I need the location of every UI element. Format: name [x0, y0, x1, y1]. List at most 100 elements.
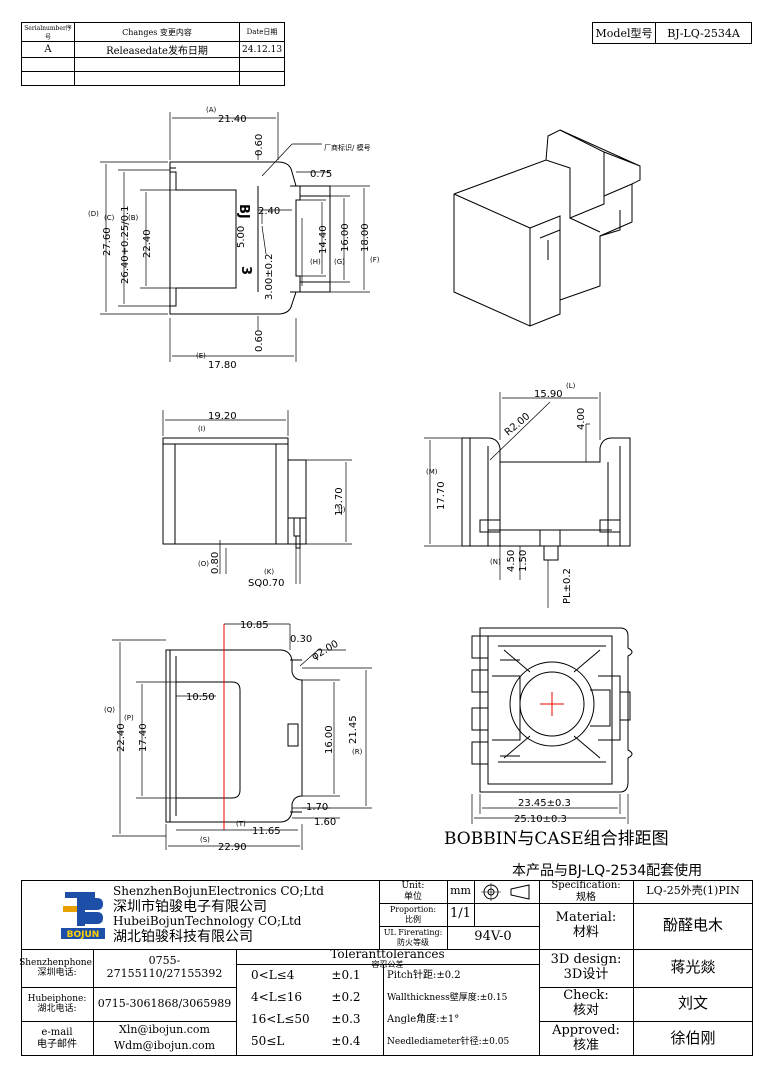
dim-C-label: (C): [104, 214, 115, 222]
logo-text: BOJUN: [67, 930, 100, 940]
dim-160: 1.60: [314, 817, 336, 828]
dim-bottom-gap: 0.60: [254, 330, 265, 352]
dim-C-value: 26.40+0.25/0.1: [120, 205, 131, 284]
design-value: 蒋光燚: [670, 958, 716, 977]
dim-Q-value: 22.40: [116, 723, 127, 752]
dim-L-label: (L): [566, 382, 576, 390]
unit-label: Unit: 单位: [401, 881, 425, 902]
dim-R-value: 21.45: [348, 715, 359, 744]
dim-P-label: (P): [124, 714, 134, 722]
mark-bj: BJ: [236, 204, 251, 219]
revision-table: Serialnumber序号 Changes 变更内容 Date日期 A Rel…: [21, 22, 286, 86]
dim-S-label: (S): [200, 836, 210, 844]
dim-400: 4.00: [576, 408, 587, 430]
technical-drawing: (A) 21.40 (D) 27.60 (C) 26.40+0.25/0.1 (…: [88, 106, 702, 879]
tol-range-4: 50≤L: [251, 1034, 285, 1049]
sz-phone-value: 0755-27155110/27155392: [106, 954, 223, 980]
tolerance-title: Toleranttolerances: [330, 947, 445, 962]
check-value: 刘文: [677, 994, 708, 1013]
dim-M-value: 17.70: [436, 481, 447, 510]
spec-value: LQ-25外壳(1)PIN: [646, 884, 740, 898]
dim-150: 1.50: [518, 550, 529, 572]
tol-range-3: 16<L≤50: [251, 1012, 310, 1027]
ul-value: 94V-0: [474, 929, 512, 945]
material-label: Material: 材料: [555, 910, 617, 940]
model-label: Model型号: [593, 23, 656, 43]
dim-H-label: (H): [310, 258, 321, 266]
tol-needle: Needlediameter针径:±0.05: [387, 1036, 510, 1047]
dim-2345: 23.45±0.3: [518, 798, 571, 809]
dim-030: 0.30: [290, 634, 312, 645]
view-front-outline: [169, 161, 331, 315]
mark-note: 厂商标识/ 模号: [324, 143, 371, 152]
dim-500: 5.00: [236, 226, 247, 248]
dim-F-value: 18.00: [360, 223, 371, 252]
hb-phone-label: Hubeiphone: 湖北电话:: [27, 993, 87, 1014]
dim-M-label: (M): [426, 468, 438, 476]
company-cn-1: 深圳市铂骏电子有限公司: [113, 898, 267, 915]
dim-300: 3.00±0.2: [264, 253, 275, 300]
projection-symbol: [481, 883, 530, 901]
dim-O-label: (O): [198, 560, 209, 568]
view-top-outline: [165, 649, 303, 823]
dim-2510: 25.10±0.3: [514, 814, 567, 825]
dim-F-label: (F): [370, 256, 380, 264]
dim-K-value: SQ0.70: [248, 578, 284, 589]
tol-range-1: 0<L≤4: [251, 968, 295, 983]
dim-phi: φ2.00: [310, 639, 341, 663]
tol-value-3: ±0.3: [331, 1012, 361, 1027]
dim-O-value: 0.80: [210, 552, 221, 574]
dim-A-value: 21.40: [218, 114, 247, 125]
isometric-view: [453, 129, 641, 327]
email-1: Xln@ibojun.com: [119, 1022, 210, 1036]
dim-K-label: (K): [264, 568, 274, 576]
dim-450: 4.50: [506, 550, 517, 572]
dim-A-label: (A): [206, 106, 217, 114]
dim-1600: 16.00: [324, 725, 335, 754]
tol-range-2: 4<L≤16: [251, 990, 302, 1005]
dim-075: 0.75: [310, 169, 332, 180]
check-label: Check: 核对: [563, 988, 609, 1018]
email-label: e-mail 电子邮件: [37, 1027, 77, 1050]
dim-P-value: 17.40: [138, 723, 149, 752]
email-2: Wdm@ibojun.com: [113, 1038, 216, 1052]
company-en-1: ShenzhenBojunElectronics CO;Ltd: [113, 884, 324, 899]
company-en-2: HubeiBojunTechnology CO;Ltd: [113, 914, 302, 929]
design-label: 3D design: 3D设计: [550, 952, 622, 982]
dim-N-label: (N): [490, 558, 501, 566]
company-cn-2: 湖北铂骏科技有限公司: [113, 928, 253, 945]
bobbin-title: BOBBIN与CASE组合排距图: [444, 829, 669, 849]
tol-value-4: ±0.4: [331, 1034, 361, 1049]
mark-3: 3: [238, 266, 253, 275]
tol-value-2: ±0.2: [331, 990, 361, 1005]
dim-I-label: (I): [198, 425, 206, 433]
tolerance-subtitle: 容忍公差: [371, 960, 404, 969]
dim-1050: 10.50: [186, 692, 215, 703]
approved-label: Approved: 核准: [552, 1022, 620, 1053]
dim-R200: R2.00: [503, 411, 532, 438]
dim-D-label: (D): [88, 210, 99, 218]
view-end-outline: [461, 437, 631, 561]
dim-J-value: 13.70: [334, 487, 345, 516]
sz-phone-label: Shenzhenphone: 深圳电话:: [19, 957, 95, 978]
dim-S-value: 22.90: [218, 842, 247, 853]
dim-T-label: (T): [236, 820, 246, 828]
dim-B-label: (B): [128, 214, 139, 222]
bojun-logo: BOJUN: [61, 892, 105, 940]
tol-wall: Wallthickness壁厚度:±0.15: [387, 992, 508, 1003]
tol-angle: Angle角度:±1°: [387, 1014, 460, 1026]
spec-label: Specification: 规格: [551, 880, 621, 903]
dim-I-value: 19.20: [208, 411, 237, 422]
dim-H-value: 14.40: [318, 225, 329, 254]
approved-value: 徐伯刚: [670, 1028, 716, 1047]
hb-phone-value: 0715-3061868/3065989: [97, 996, 232, 1010]
view-side-outline: [162, 437, 307, 549]
dim-1085: 10.85: [240, 620, 269, 631]
proportion-value: 1/1: [450, 906, 471, 922]
tol-pitch: Pitch针距:±0.2: [387, 970, 461, 982]
dim-R-label: (R): [352, 748, 363, 756]
dim-G-label: (G): [334, 258, 345, 266]
material-value: 酚醛电木: [662, 916, 723, 935]
dim-E-value: 17.80: [208, 360, 237, 371]
view-assembly-outline: [471, 627, 633, 793]
